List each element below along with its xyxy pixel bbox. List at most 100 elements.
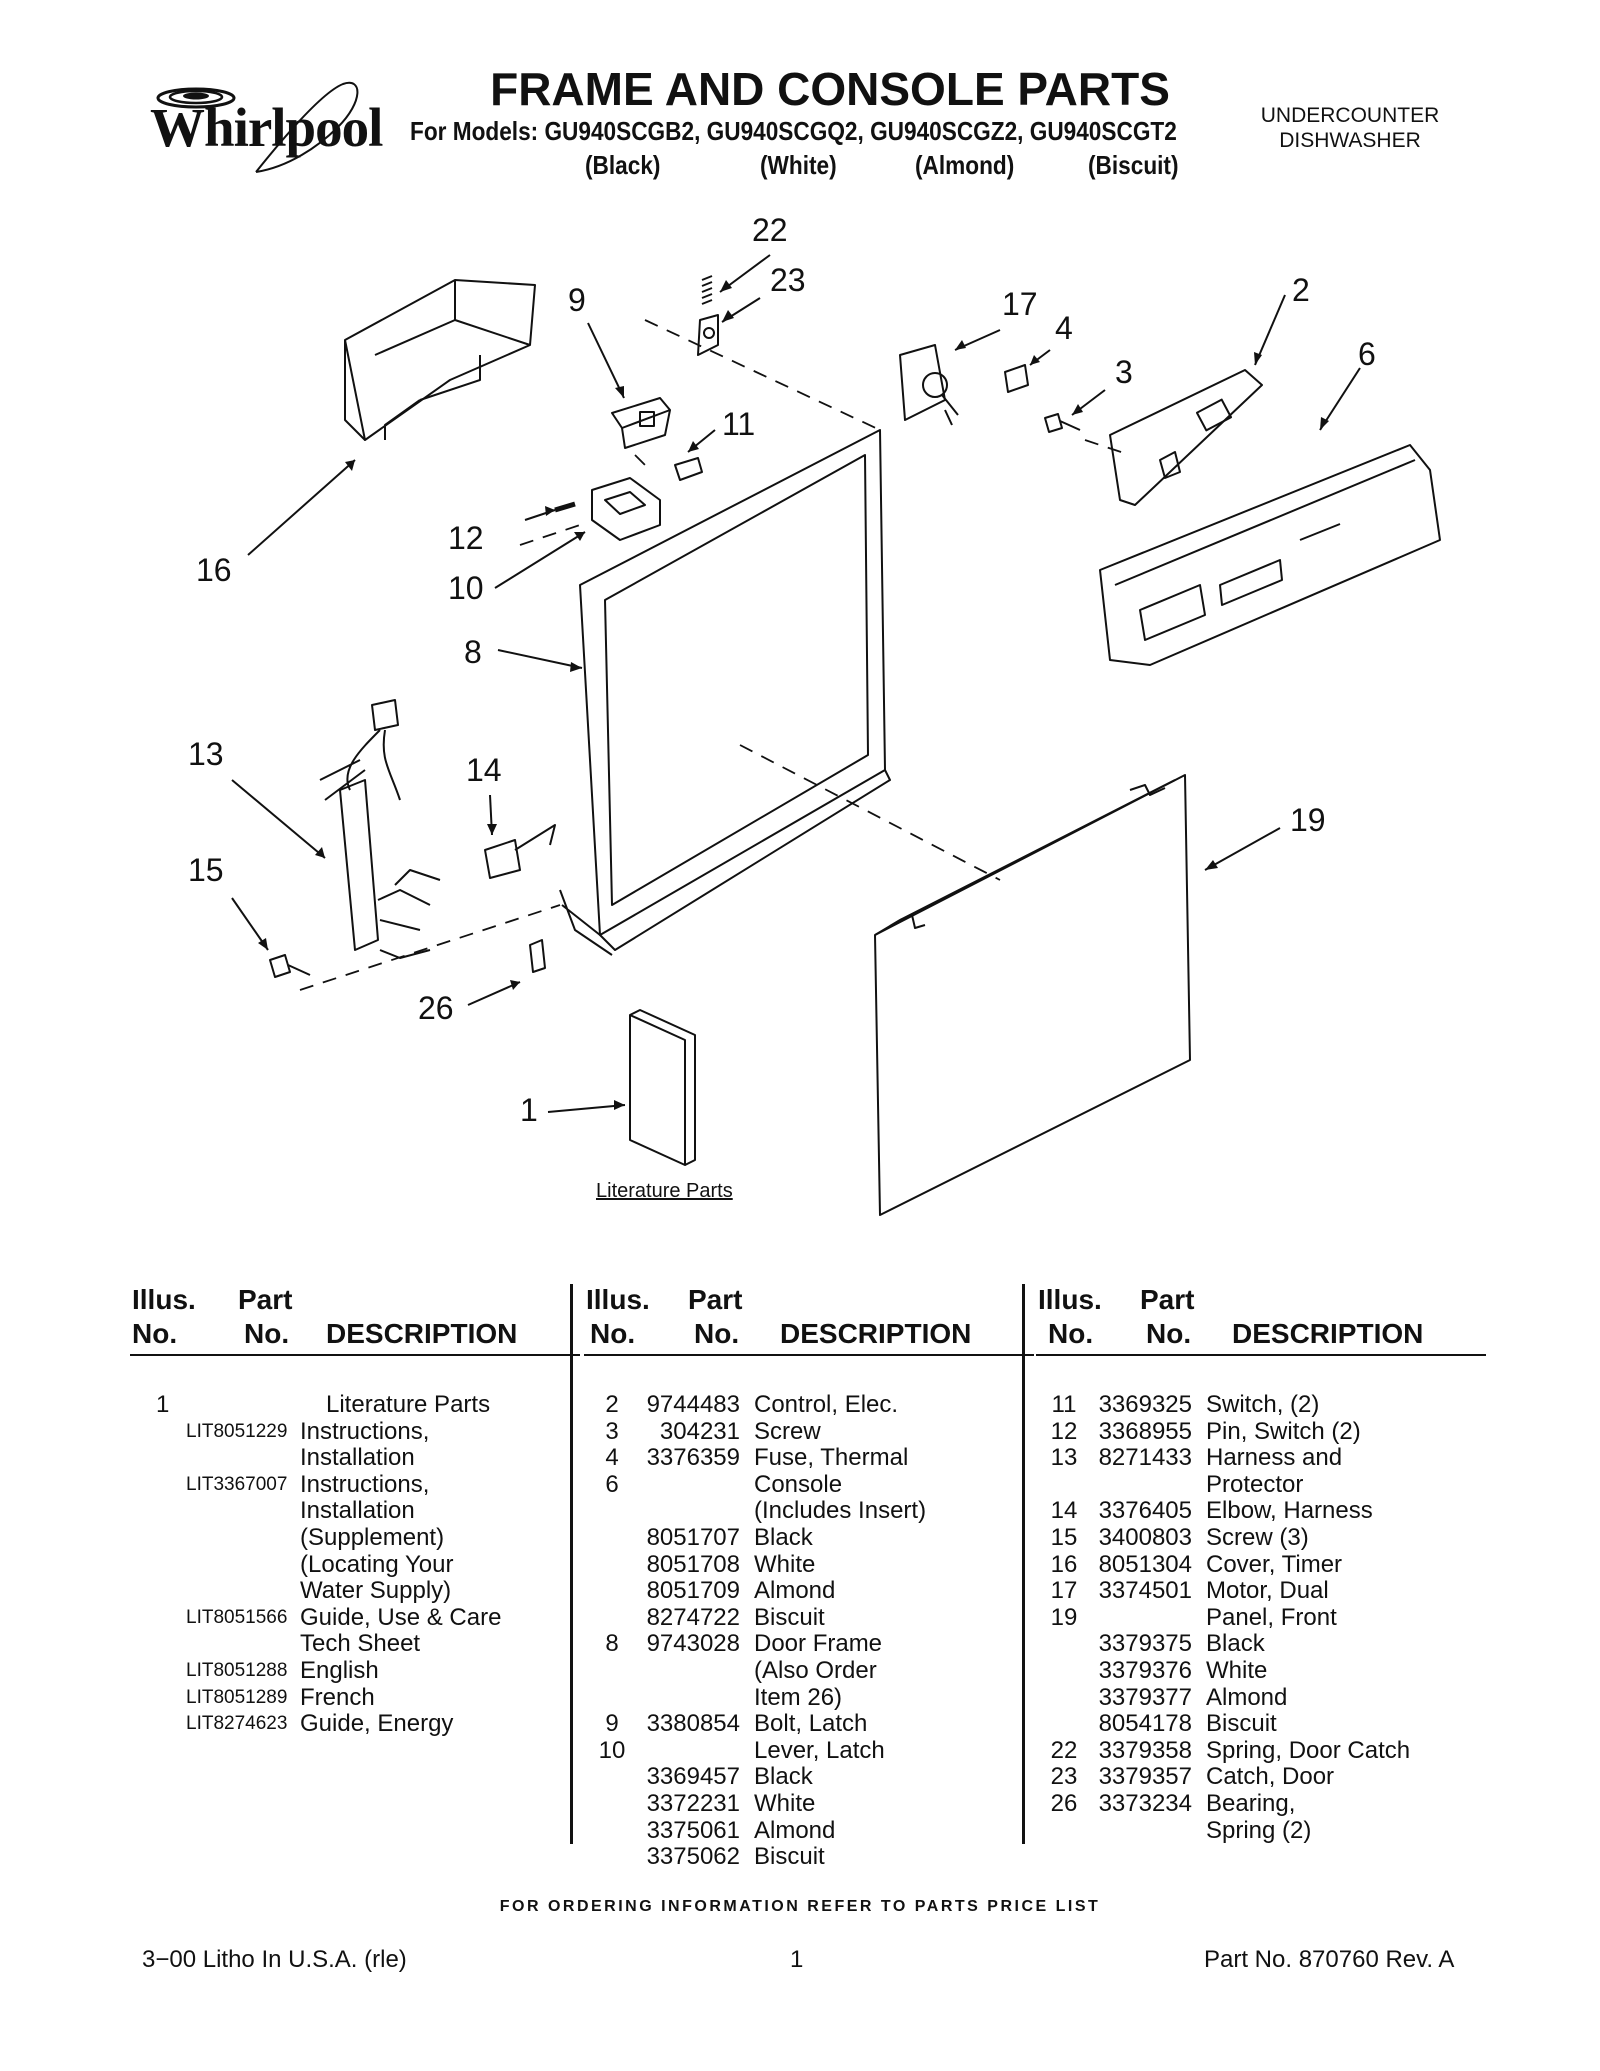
part-number: LIT8274623 (186, 1713, 288, 1735)
part-16-timer-cover (344, 279, 536, 441)
callout-1: 1 (520, 1092, 538, 1128)
table-row: 3369457 Black (584, 1764, 1034, 1791)
table-header: Illus. No. Part No. DESCRIPTION (130, 1284, 580, 1356)
color-label-biscuit: (Biscuit) (1088, 150, 1179, 180)
page-number: 1 (790, 1946, 804, 1973)
header-illus: Illus. (1038, 1284, 1102, 1315)
part-number: 3369457 (646, 1763, 740, 1791)
part-number: 3380854 (646, 1710, 740, 1738)
part-description: Almond (754, 1816, 836, 1844)
header-description: DESCRIPTION (780, 1318, 972, 1349)
part-description: Almond (754, 1577, 836, 1605)
table-row: LIT8274623 Guide, Energy (130, 1711, 580, 1738)
part-description: Black (754, 1523, 813, 1551)
part-description: Screw (754, 1417, 821, 1445)
part-3-screw (1044, 413, 1081, 433)
part-description: Lever, Latch (754, 1736, 885, 1764)
callout-17: 17 (1002, 286, 1038, 322)
part-description: Biscuit (754, 1603, 825, 1631)
part-13-harness (319, 699, 441, 959)
header-illus: Illus. (132, 1284, 196, 1315)
part-description: Biscuit (1206, 1710, 1277, 1738)
illus-number: 8 (605, 1630, 619, 1658)
part-description: Bearing, (1206, 1789, 1296, 1817)
part-description: Literature Parts (326, 1391, 491, 1418)
illus-number: 14 (1050, 1497, 1078, 1525)
illus-number: 9 (605, 1710, 619, 1738)
part-number: 3375061 (646, 1816, 740, 1844)
part-1-literature (629, 1009, 696, 1166)
illus-number: 11 (1051, 1391, 1077, 1418)
part-description: Guide, Energy (300, 1710, 454, 1738)
part-number: 8051709 (646, 1577, 740, 1605)
part-number: 3373234 (1098, 1789, 1192, 1817)
illus-number: 16 (1050, 1550, 1078, 1578)
part-2-control (1109, 369, 1263, 506)
part-description: Cover, Timer (1206, 1550, 1343, 1578)
part-number: 3376359 (646, 1444, 740, 1472)
callout-14: 14 (466, 752, 502, 788)
header-description: DESCRIPTION (1232, 1318, 1424, 1349)
part-12-pin (554, 501, 576, 513)
header-illus-no: No. (1048, 1318, 1094, 1349)
part-number: 3372231 (646, 1789, 740, 1817)
part-number: 3374501 (1098, 1577, 1192, 1605)
part-description: Black (754, 1763, 813, 1791)
part-description: Instructions, (300, 1470, 430, 1498)
header-part: Part (1140, 1284, 1195, 1315)
part-number: 3379357 (1098, 1763, 1192, 1791)
part-description: White (754, 1789, 816, 1817)
literature-parts-caption: Literature Parts (596, 1180, 733, 1202)
part-description: English (300, 1656, 379, 1684)
illus-number: 10 (598, 1736, 626, 1764)
whirlpool-logo (156, 81, 359, 173)
part-description: (Supplement) (300, 1523, 445, 1551)
part-description: (Also Order (754, 1656, 877, 1684)
part-number: 3400803 (1098, 1523, 1192, 1551)
table-row: 3372231 White (584, 1789, 1034, 1818)
part-4-fuse (1004, 364, 1029, 393)
callout-13: 13 (188, 736, 224, 772)
part-11-switch (674, 457, 703, 481)
part-description: Black (1206, 1630, 1265, 1658)
part-description: Panel, Front (1206, 1603, 1337, 1631)
callout-3: 3 (1115, 354, 1133, 390)
part-14-elbow (484, 824, 556, 879)
table-row: (Includes Insert) (584, 1498, 1034, 1525)
part-description: Item 26) (754, 1683, 843, 1711)
part-number: 8274722 (646, 1603, 740, 1631)
part-description: Instructions, (300, 1417, 430, 1445)
callout-8: 8 (464, 634, 482, 670)
ordering-note: FOR ORDERING INFORMATION REFER TO PARTS … (499, 1898, 1101, 1915)
table-header: Illus. No. Part No. DESCRIPTION (584, 1284, 1034, 1356)
illus-number: 2 (605, 1391, 619, 1418)
table-row: (Supplement) (130, 1523, 580, 1552)
illus-number: 17 (1050, 1577, 1078, 1605)
header-part: Part (238, 1284, 293, 1315)
callout-19: 19 (1290, 802, 1326, 838)
